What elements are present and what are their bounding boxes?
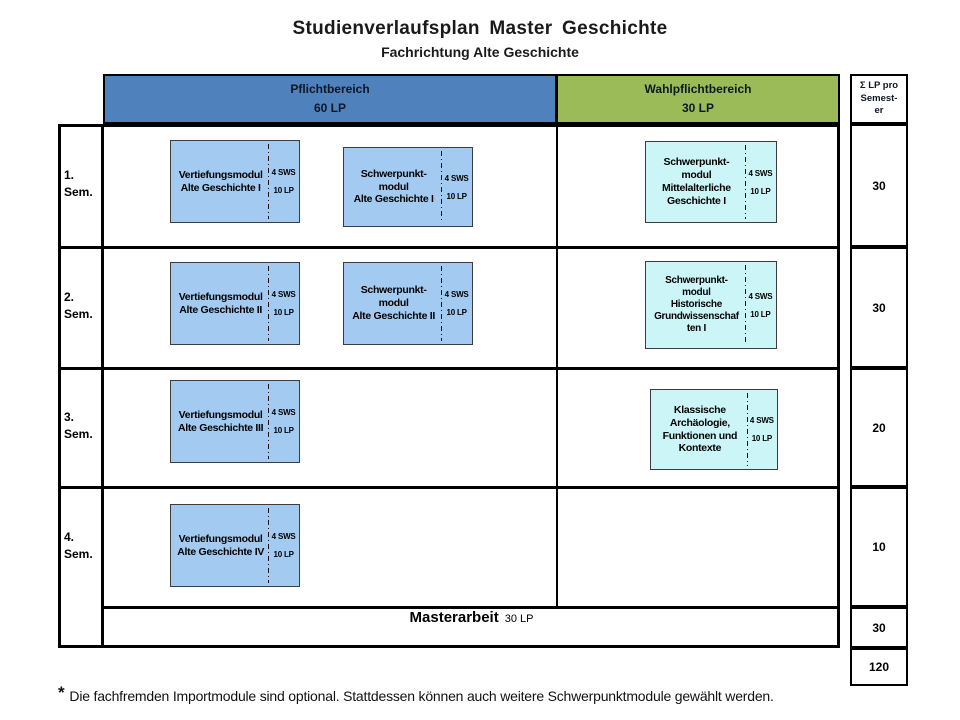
module-box-klassische-archaeologie: Klassische Archäologie, Funktionen und K… <box>650 389 778 470</box>
module-lp: 10 LP <box>273 426 294 435</box>
semester-label-4: 4. Sem. <box>64 530 93 562</box>
module-box-vertiefung-alte-geschichte-2: Vertiefungsmodul Alte Geschichte II 4 SW… <box>170 262 300 345</box>
semester-label-1: 1. Sem. <box>64 168 93 200</box>
module-sws: 4 SWS <box>749 416 774 425</box>
module-sws: 4 SWS <box>271 532 296 541</box>
module-sws: 4 SWS <box>748 291 773 301</box>
module-lp: 10 LP <box>273 550 294 559</box>
module-name: Schwerpunkt- modul Alte Geschichte II <box>352 284 435 322</box>
module-sws: 4 SWS <box>271 290 296 299</box>
header-sum-lp-pro-semester: Σ LP pro Semest- er <box>850 74 908 124</box>
module-meta: 4 SWS 10 LP <box>268 505 299 586</box>
module-box-vertiefung-alte-geschichte-4: Vertiefungsmodul Alte Geschichte IV 4 SW… <box>170 504 300 587</box>
page-subtitle: Fachrichtung Alte Geschichte <box>381 44 579 60</box>
total-lp-cell: 120 <box>850 648 908 686</box>
module-name: Vertiefungsmodul Alte Geschichte II <box>178 290 263 316</box>
grid-line-row2-row3 <box>58 367 840 370</box>
module-name: Vertiefungsmodul Alte Geschichte III <box>177 408 264 434</box>
module-box-vertiefung-alte-geschichte-3: Vertiefungsmodul Alte Geschichte III 4 S… <box>170 380 300 463</box>
module-name: Vertiefungsmodul Alte Geschichte IV <box>177 532 265 558</box>
sum-cell-sem2: 30 <box>850 247 908 368</box>
dash-dot-divider <box>441 266 443 341</box>
page-title: Studienverlaufsplan Master Geschichte <box>292 18 668 39</box>
sum-cell-sem3: 20 <box>850 368 908 487</box>
module-box-schwerpunkt-alte-geschichte-2: Schwerpunkt- modul Alte Geschichte II 4 … <box>343 262 473 345</box>
footnote-asterisk: * <box>58 683 65 702</box>
module-meta: 4 SWS 10 LP <box>441 263 472 344</box>
module-sws: 4 SWS <box>444 173 469 183</box>
table-outline <box>58 124 840 648</box>
dash-dot-divider <box>744 145 746 219</box>
module-meta: 4 SWS 10 LP <box>745 262 776 348</box>
module-meta: 4 SWS 10 LP <box>745 142 776 222</box>
dash-dot-divider <box>268 384 270 459</box>
header-pflichtbereich: Pflichtbereich 60 LP <box>103 74 557 124</box>
module-lp: 10 LP <box>273 186 294 195</box>
grid-line-sem-column <box>101 124 104 648</box>
module-sws: 4 SWS <box>271 168 296 177</box>
grid-line-pflicht-wahl <box>556 124 558 609</box>
footnote: *Die fachfremden Importmodule sind optio… <box>58 683 918 706</box>
module-meta: 4 SWS 10 LP <box>441 148 472 226</box>
masterarbeit-lp: 30 LP <box>504 613 534 625</box>
module-name: Vertiefungsmodul Alte Geschichte I <box>178 168 263 194</box>
masterarbeit-row: Masterarbeit 30 LP <box>103 609 840 647</box>
module-sws: 4 SWS <box>748 168 773 178</box>
module-lp: 10 LP <box>446 308 467 317</box>
sum-cell-sem4: 10 <box>850 487 908 607</box>
semester-label-2: 2. Sem. <box>64 290 93 322</box>
module-box-schwerpunkt-alte-geschichte-1: Schwerpunkt- modul Alte Geschichte I 4 S… <box>343 147 473 227</box>
masterarbeit-title: Masterarbeit <box>409 609 499 626</box>
semester-label-3: 3. Sem. <box>64 410 93 442</box>
module-meta: 4 SWS 10 LP <box>268 141 299 222</box>
module-box-schwerpunkt-mittelalterliche-geschichte-1: Schwerpunkt- modul Mittelalterliche Gesc… <box>645 141 777 223</box>
grid-line-masterarbeit <box>103 606 840 609</box>
footnote-text: Die fachfremden Importmodule sind option… <box>69 688 774 704</box>
module-sws: 4 SWS <box>444 290 469 299</box>
grid-line-row1-row2 <box>58 246 840 249</box>
dash-dot-divider <box>746 393 748 466</box>
module-name: Schwerpunkt- modul Historische Grundwiss… <box>654 274 739 335</box>
module-name: Schwerpunkt- modul Mittelalterliche Gesc… <box>662 156 731 207</box>
module-box-schwerpunkt-historische-grundwissenschaften-1: Schwerpunkt- modul Historische Grundwiss… <box>645 261 777 349</box>
module-lp: 10 LP <box>750 186 771 196</box>
module-meta: 4 SWS 10 LP <box>747 390 777 469</box>
module-lp: 10 LP <box>750 309 771 319</box>
sum-cell-sem1: 30 <box>850 124 908 247</box>
module-lp: 10 LP <box>751 434 773 443</box>
module-name: Klassische Archäologie, Funktionen und K… <box>662 403 738 455</box>
grid-line-row3-row4 <box>58 486 840 489</box>
header-wahlpflichtbereich: Wahlpflichtbereich 30 LP <box>556 74 840 124</box>
dash-dot-divider <box>268 266 270 341</box>
dash-dot-divider <box>268 144 270 219</box>
dash-dot-divider <box>744 265 746 345</box>
module-box-vertiefung-alte-geschichte-1: Vertiefungsmodul Alte Geschichte I 4 SWS… <box>170 140 300 223</box>
module-name: Schwerpunkt- modul Alte Geschichte I <box>353 167 434 206</box>
module-meta: 4 SWS 10 LP <box>268 381 299 462</box>
dash-dot-divider <box>441 151 443 223</box>
sum-cell-masterarbeit: 30 <box>850 607 908 648</box>
dash-dot-divider <box>268 508 270 583</box>
module-lp: 10 LP <box>446 191 467 201</box>
module-meta: 4 SWS 10 LP <box>268 263 299 344</box>
module-lp: 10 LP <box>273 308 294 317</box>
module-sws: 4 SWS <box>271 408 296 417</box>
